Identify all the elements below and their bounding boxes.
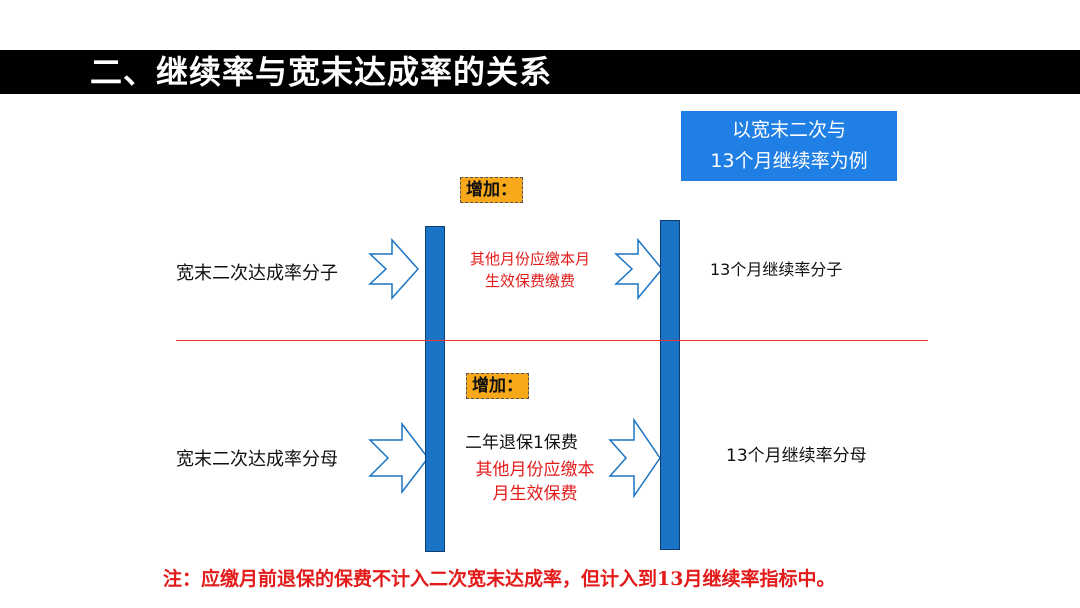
upper-left-label: 宽末二次达成率分子 [176, 263, 338, 284]
lower-middle-red-line1: 其他月份应缴本 [475, 460, 595, 480]
arrow-upper-left [368, 238, 420, 300]
lower-middle-red: 其他月份应缴本 月生效保费 [460, 458, 610, 506]
upper-right-label: 13个月继续率分子 [710, 260, 843, 279]
footnote-prefix: 注： [163, 568, 202, 590]
upper-middle-line1: 其他月份应缴本月 [469, 250, 590, 268]
example-box-line2: 13个月继续率为例 [710, 150, 868, 172]
footnote-text: 应缴月前退保的保费不计入二次宽末达成率，但计入到13月继续率指标中。 [201, 568, 836, 590]
lower-middle-red-line2: 月生效保费 [492, 484, 578, 504]
arrow-upper-right [614, 237, 663, 301]
divider-line [176, 340, 928, 341]
page-title: 二、继续率与宽末达成率的关系 [90, 53, 553, 91]
lower-right-label: 13个月继续率分母 [726, 446, 867, 466]
example-box-line1: 以宽末二次与 [731, 119, 846, 141]
right-vertical-bar [660, 220, 680, 550]
footnote: 注：应缴月前退保的保费不计入二次宽末达成率，但计入到13月继续率指标中。 [163, 564, 835, 591]
upper-middle-text: 其他月份应缴本月 生效保费缴费 [455, 248, 605, 292]
lower-middle-black: 二年退保1保费 [465, 433, 578, 453]
left-vertical-bar [425, 226, 445, 552]
lower-increase-tag: 增加： [466, 373, 529, 399]
lower-left-label: 宽末二次达成率分母 [176, 449, 338, 470]
arrow-lower-right [608, 417, 661, 499]
arrow-lower-left [368, 421, 429, 495]
upper-middle-line2: 生效保费缴费 [484, 272, 575, 290]
example-box: 以宽末二次与 13个月继续率为例 [681, 111, 897, 181]
upper-increase-tag: 增加： [460, 177, 523, 203]
title-bar: 二、继续率与宽末达成率的关系 [0, 50, 1080, 94]
